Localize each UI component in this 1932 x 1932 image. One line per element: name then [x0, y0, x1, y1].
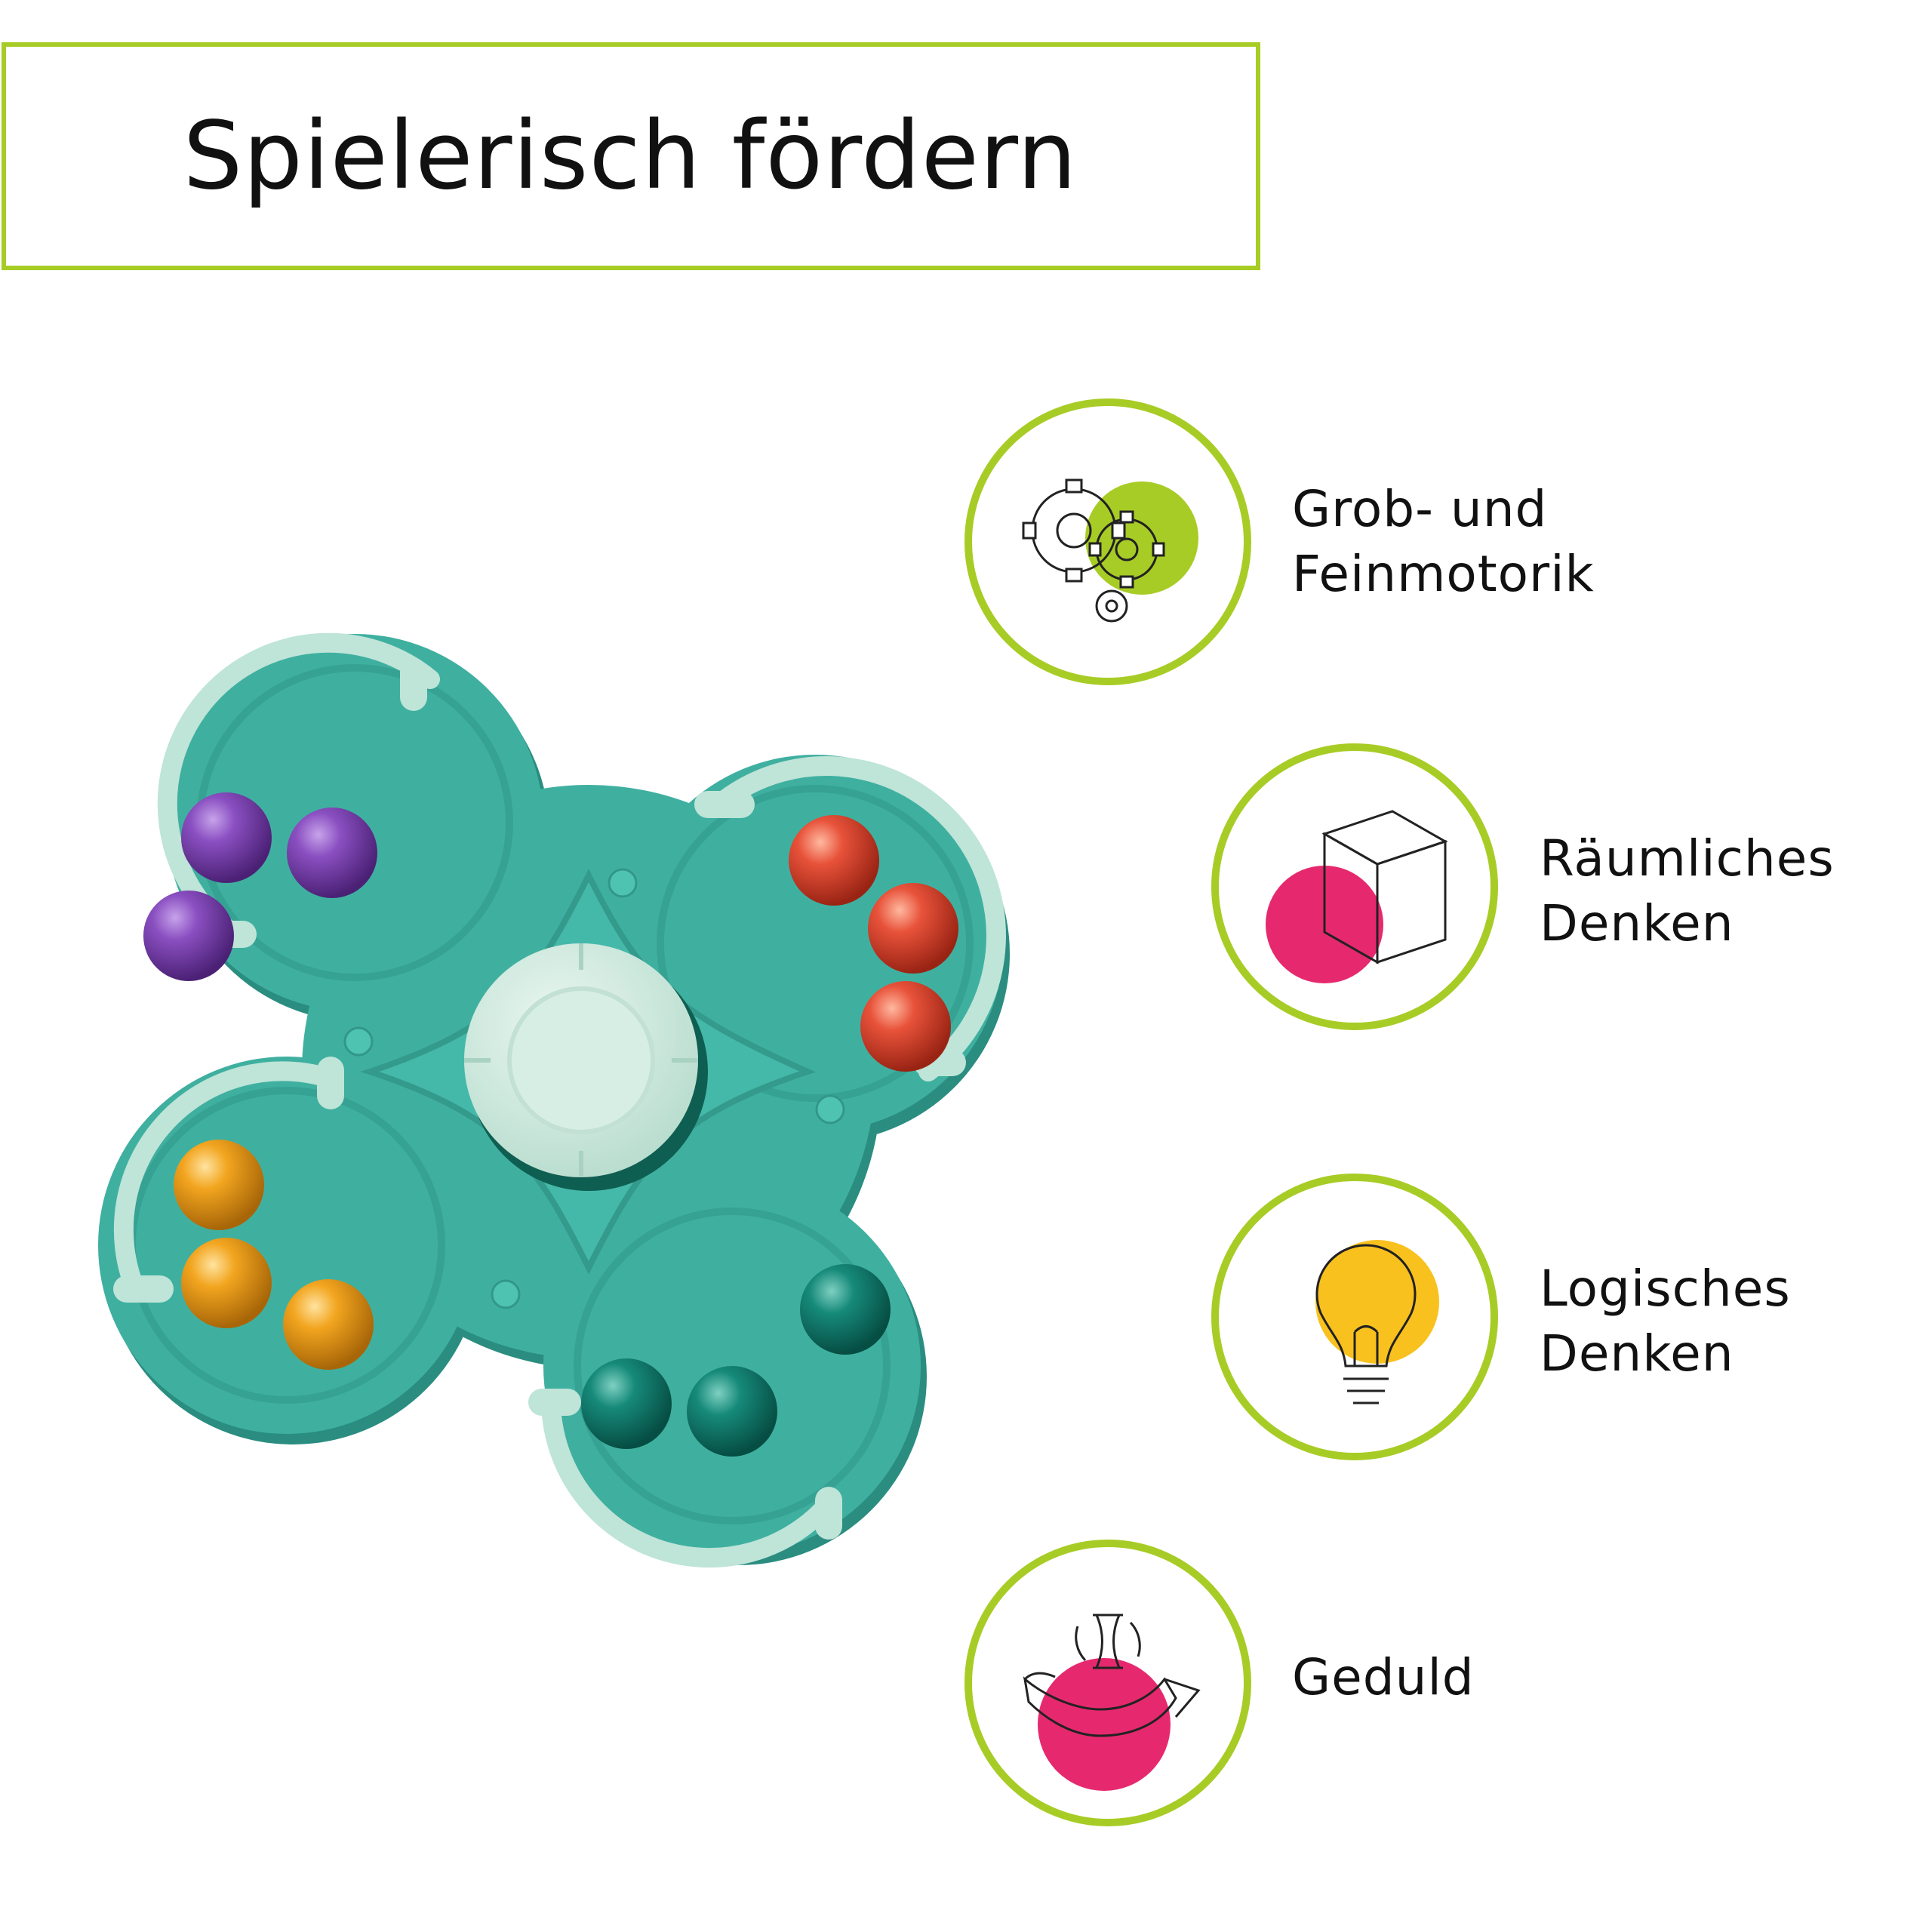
feature-badge-raeumlich — [1211, 743, 1498, 1030]
title-box: Spielerisch fördern — [2, 42, 1260, 270]
feature-line: Grob- und — [1292, 480, 1548, 538]
page-title: Spielerisch fördern — [183, 102, 1078, 211]
gears-icon — [1022, 478, 1198, 623]
toy-illustration — [98, 632, 1010, 1568]
feature-badge-logisch — [1211, 1174, 1498, 1460]
hand-hourglass-icon — [1023, 1614, 1201, 1791]
cube-icon — [1266, 810, 1448, 983]
feature-line: Geduld — [1292, 1648, 1475, 1706]
feature-badge-motorik — [964, 398, 1251, 685]
feature-line: Logisches — [1540, 1260, 1791, 1318]
feature-line: Räumliches — [1540, 829, 1835, 888]
bead-spinner-toy — [68, 589, 1102, 1592]
feature-line: Feinmotorik — [1292, 545, 1595, 603]
feature-label-motorik: Grob- und Feinmotorik — [1292, 477, 1595, 607]
feature-label-raeumlich: Räumliches Denken — [1540, 826, 1835, 956]
feature-label-logisch: Logisches Denken — [1540, 1257, 1791, 1386]
lightbulb-icon — [1315, 1240, 1439, 1404]
feature-label-geduld: Geduld — [1292, 1645, 1475, 1710]
feature-line: Denken — [1540, 1324, 1734, 1383]
feature-line: Denken — [1540, 894, 1734, 952]
feature-badge-geduld — [964, 1540, 1251, 1826]
